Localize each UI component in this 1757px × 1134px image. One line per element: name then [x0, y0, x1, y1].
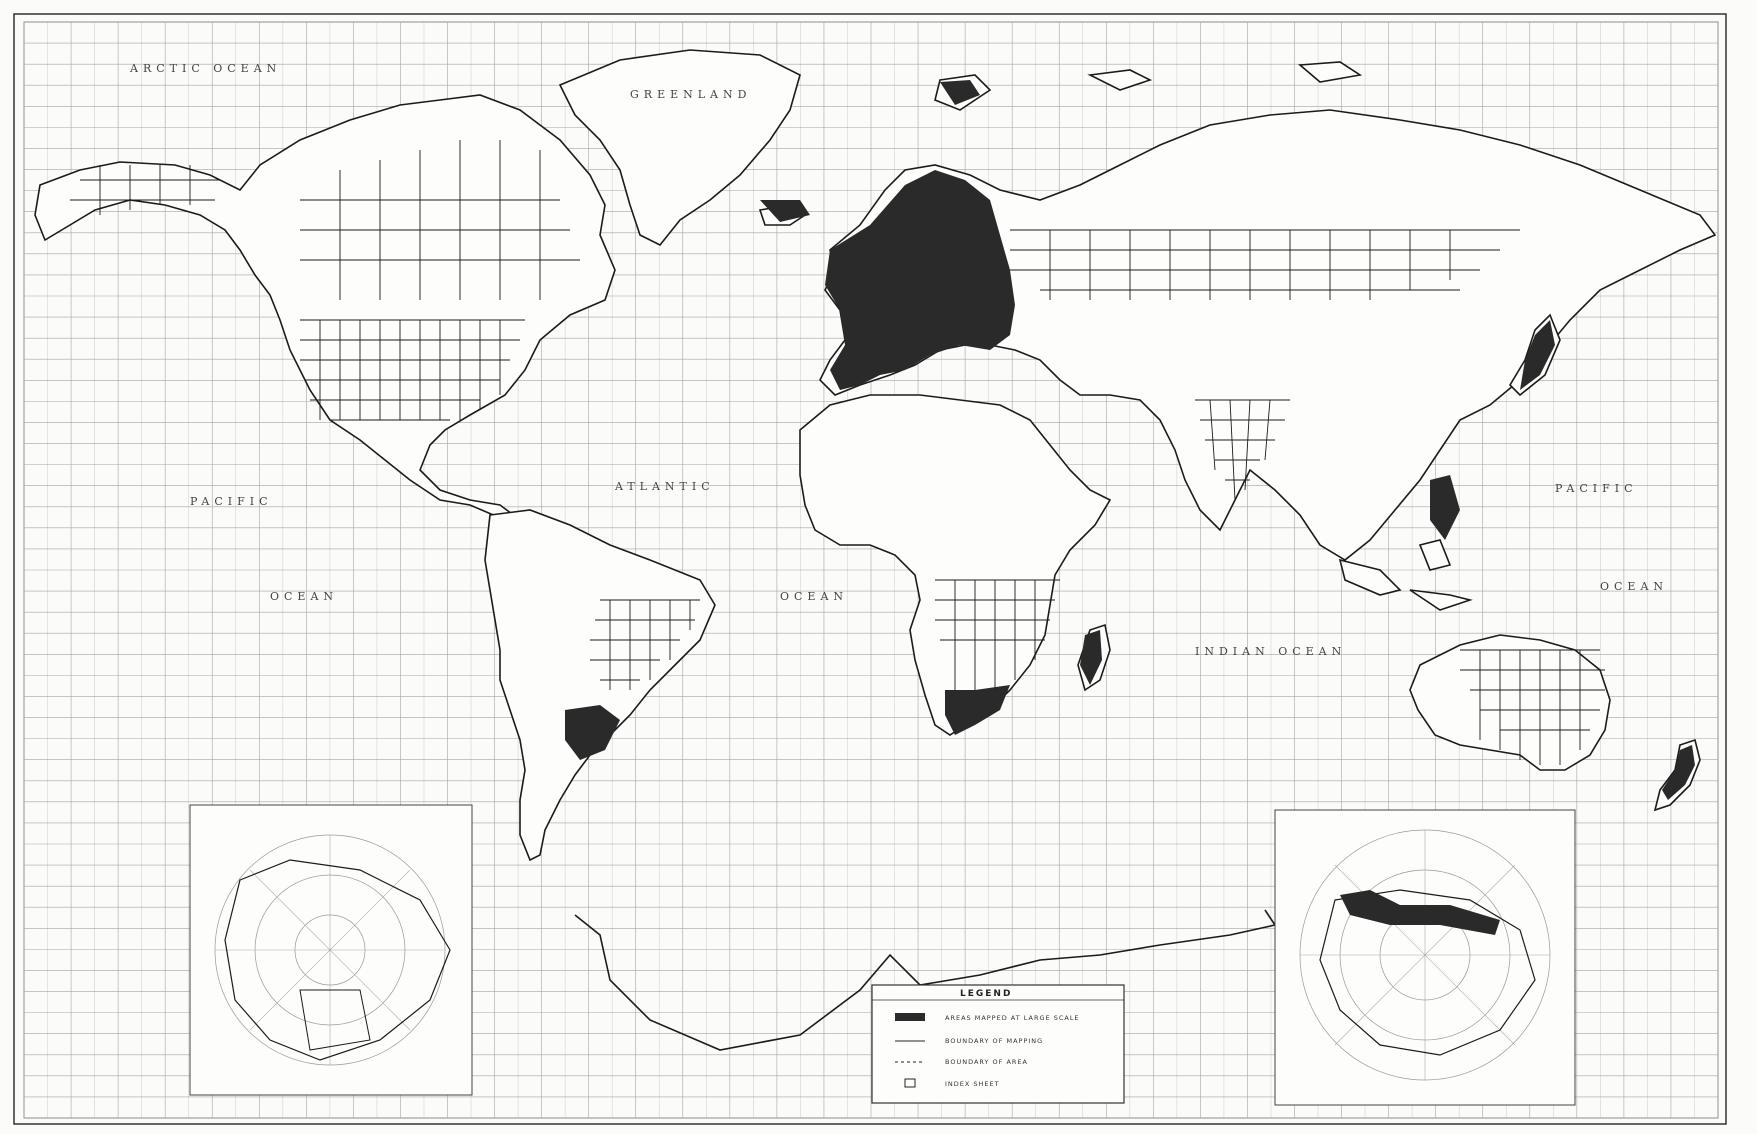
madagascar-mapped-area: [1080, 630, 1102, 685]
north-america-landmass: [34, 94, 616, 521]
ocean-label-pacific-west: PACIFIC: [190, 495, 273, 508]
ocean-label-pacific-east: PACIFIC: [1555, 482, 1638, 495]
map-frame: [13, 13, 1727, 1125]
ocean-label-arctic: ARCTIC OCEAN: [129, 62, 281, 75]
north-inset-grid-area: [299, 989, 371, 1051]
legend-box: [871, 984, 1125, 1104]
eurasia-landmass: [819, 109, 1717, 561]
russia-index-grid: [1010, 229, 1520, 300]
ocean-label-indian: INDIAN OCEAN: [1195, 645, 1346, 658]
legend-item-mapped: AREAS MAPPED AT LARGE SCALE: [945, 1014, 1080, 1022]
index-sheet-grids: [70, 140, 1605, 765]
ocean-label-atlantic: ATLANTIC: [614, 480, 715, 493]
africa-landmass: [799, 394, 1112, 736]
map-legend: LEGEND AREAS MAPPED AT LARGE SCALE BOUND…: [871, 984, 1125, 1104]
usa-index-grid: [300, 319, 525, 421]
ocean-label-greenland: GREENLAND: [630, 88, 751, 101]
legend-item-boundary-area: BOUNDARY OF AREA: [945, 1058, 1028, 1066]
legend-item-boundary-mapping: BOUNDARY OF MAPPING: [945, 1037, 1043, 1045]
ocean-label-pacific-west-2: OCEAN: [270, 590, 338, 603]
legend-title: LEGEND: [960, 989, 1012, 999]
north-inset-meridians: [215, 835, 445, 1065]
ocean-label-atlantic-south: OCEAN: [780, 590, 848, 603]
alaska-index-grid: [70, 165, 220, 215]
south-inset-mapped-area: [1340, 890, 1500, 935]
south-inset-land: [1319, 889, 1536, 1056]
africa-index-grid: [935, 579, 1060, 690]
australia-index-grid: [1460, 649, 1605, 765]
indonesia-islands: [1338, 539, 1473, 611]
greenland-landmass: [558, 49, 801, 247]
mapped-regions: [565, 80, 1695, 800]
legend-symbol-solid: [895, 1013, 925, 1021]
europe-mapped-area: [825, 170, 1015, 390]
canada-index-grid: [300, 140, 580, 300]
brazil-index-grid: [590, 599, 700, 690]
arctic-island-mapped: [940, 80, 980, 105]
north-inset-land: [224, 859, 451, 1061]
philippines-mapped-area: [1430, 475, 1460, 540]
greenland-coast-mapped: [760, 200, 810, 222]
antarctica-coast: [574, 909, 1277, 1051]
india-index-grid: [1195, 399, 1290, 501]
ocean-labels: ARCTIC OCEAN ATLANTIC PACIFIC OCEAN OCEA…: [129, 62, 1668, 658]
north-polar-inset: [189, 804, 473, 1096]
japan-mapped-area: [1520, 320, 1555, 390]
new-zealand-mapped-area: [1662, 745, 1695, 800]
arctic-islands: [934, 61, 1363, 111]
south-polar-inset: [1274, 809, 1576, 1106]
south-inset-meridians: [1300, 830, 1550, 1080]
argentina-mapped-area: [565, 705, 620, 760]
legend-symbol-box: [904, 1078, 916, 1088]
legend-item-index-sheet: INDEX SHEET: [945, 1080, 1000, 1088]
ocean-label-pacific-east-2: OCEAN: [1600, 580, 1668, 593]
south-africa-mapped-area: [945, 685, 1010, 735]
south-america-landmass: [484, 509, 716, 862]
